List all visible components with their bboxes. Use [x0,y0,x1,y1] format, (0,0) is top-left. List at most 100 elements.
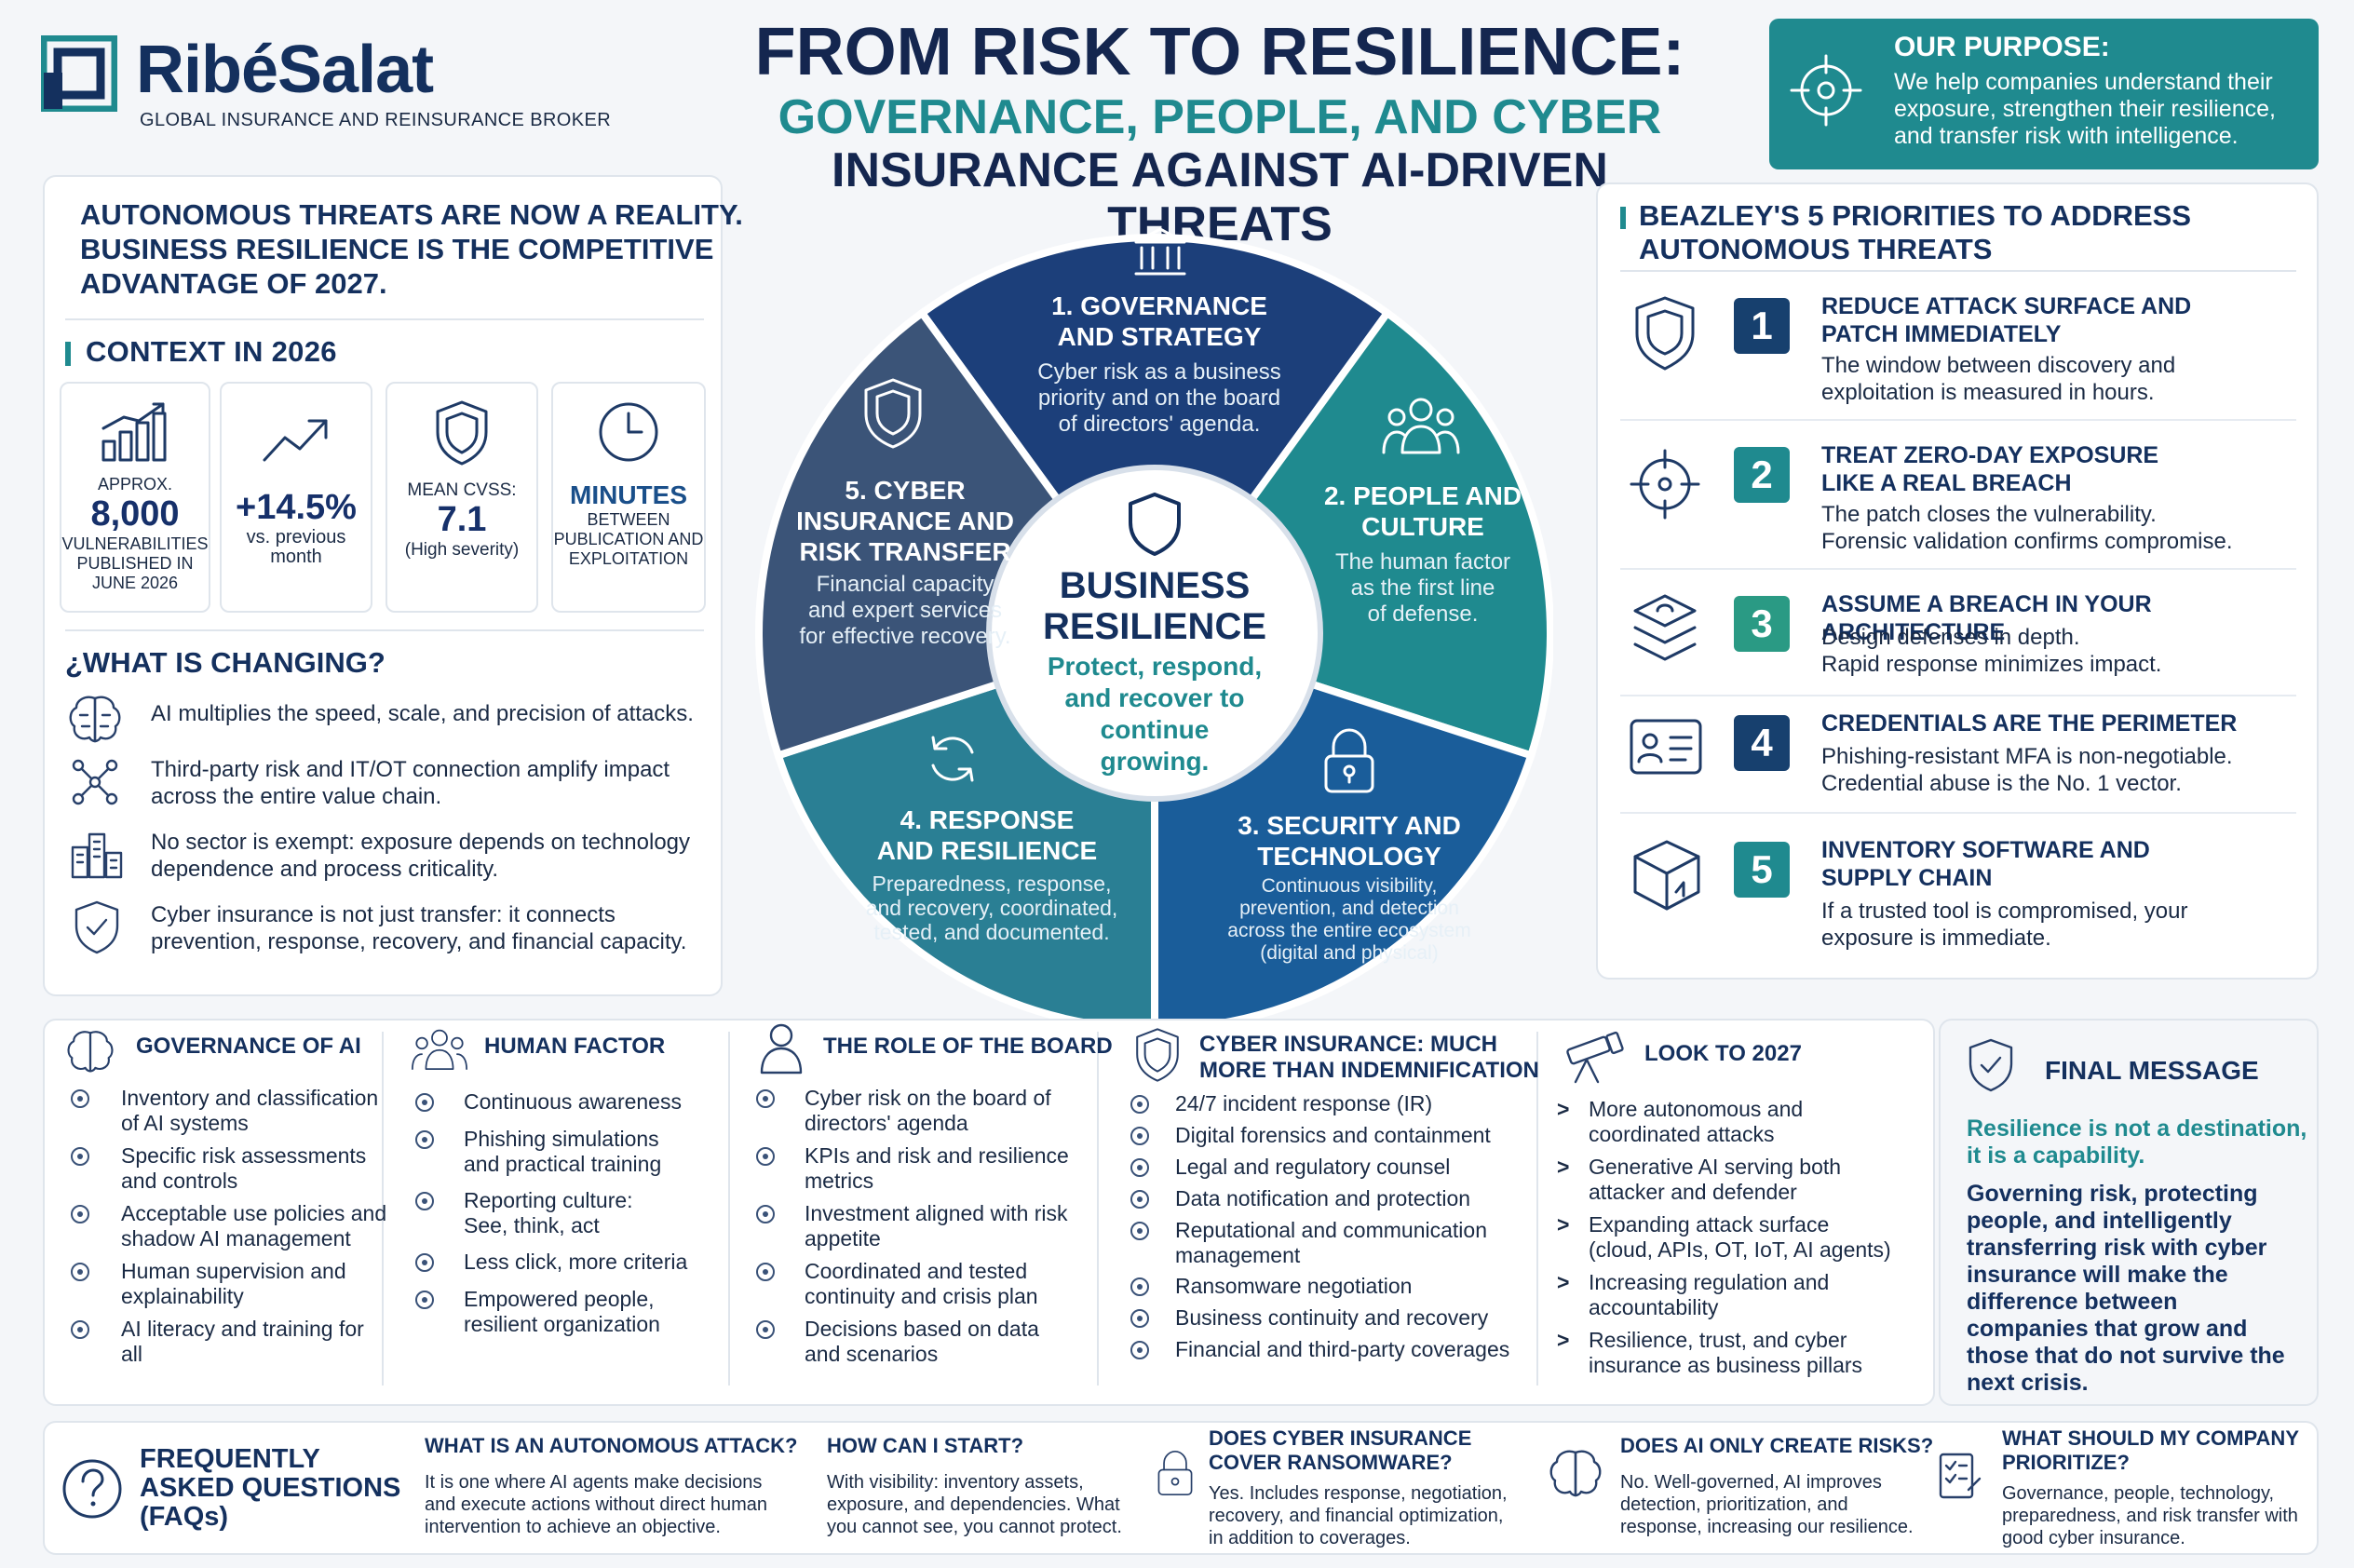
human-list-item: Continuous awareness [464,1089,682,1114]
left-headline: AUTONOMOUS THREATS ARE NOW A REALITY.BUS… [80,198,743,300]
refresh-icon [922,728,983,790]
bullet-icon [1129,1188,1151,1210]
bullet-icon [69,1261,91,1283]
final-highlight: Resilience is not a destination,it is a … [1967,1115,2307,1169]
layers-icon [1630,590,1700,669]
wheel-center-disc [986,465,1323,802]
look-list-item: Expanding attack surface(cloud, APIs, OT… [1589,1212,1891,1262]
purpose-line-2: exposure, strengthen their resilience, [1894,96,2276,122]
chevron-right-icon: > [1557,1270,1570,1294]
insurance-list-item: Financial and third-party coverages [1175,1337,1510,1361]
shield-check-icon [1967,1037,2015,1093]
insurance-list-item: 24/7 incident response (IR) [1175,1091,1433,1115]
brain-icon [1548,1447,1603,1499]
shield-check-icon [73,899,121,955]
brand-name: RibéSalat [136,33,434,107]
bullet-icon [1129,1220,1151,1242]
insurance-list-item: Legal and regulatory counsel [1175,1155,1451,1179]
telescope-icon [1559,1028,1626,1084]
insurance-list-item: Ransomware negotiation [1175,1274,1413,1298]
faq-card [43,1421,2319,1555]
brain-icon [65,1028,115,1075]
bullet-icon [413,1289,436,1311]
bullet-icon [413,1129,436,1151]
stat-vulnerabilities: APPROX. 8,000 VULNERABILITIES PUBLISHED … [60,382,210,613]
board-heading: THE ROLE OF THE BOARD [823,1034,1113,1059]
governance-heading: GOVERNANCE OF AI [136,1034,361,1059]
checklist-icon [1937,1449,1983,1503]
title-line-1: FROM RISK TO RESILIENCE: [754,15,1685,89]
purpose-box: OUR PURPOSE: We help companies understan… [1769,19,2319,169]
bullet-icon [69,1318,91,1341]
resilience-wheel [752,192,1553,1021]
crosshair-icon [1628,447,1702,521]
human-list-item: Empowered people,resilient organization [464,1287,660,1336]
human-list-item: Less click, more criteria [464,1250,688,1274]
segment-3-desc: Continuous visibility,prevention, and de… [1227,875,1471,964]
question-icon [61,1458,123,1520]
buildings-icon [69,829,125,879]
person-icon [758,1021,805,1076]
bar-chart-icon [98,400,172,466]
bullet-icon [754,1318,777,1341]
purpose-heading: OUR PURPOSE: [1894,32,2110,62]
lock-icon [1155,1449,1196,1497]
priorities-card [1596,182,2319,980]
chevron-right-icon: > [1557,1328,1570,1352]
insurance-list-item: Business continuity and recovery [1175,1305,1489,1330]
lock-icon [1320,726,1378,795]
segment-4-desc: Preparedness, response,and recovery, coo… [865,872,1118,944]
network-icon [69,756,121,808]
chevron-right-icon: > [1557,1155,1570,1179]
bullet-icon [1129,1125,1151,1147]
brain-icon [67,693,123,745]
id-card-icon [1628,717,1704,777]
final-heading: FINAL MESSAGE [2045,1056,2259,1085]
stat-cvss: MEAN CVSS: 7.1 (High severity) [386,382,538,613]
priorities-heading: BEAZLEY'S 5 PRIORITIES TO ADDRESS AUTONO… [1620,199,2191,266]
insurance-list-item: Data notification and protection [1175,1186,1471,1210]
changing-heading: ¿WHAT IS CHANGING? [65,646,386,679]
purpose-line-3: and transfer risk with intelligence. [1894,123,2239,149]
shield-icon [1132,1026,1183,1084]
trend-up-icon [259,412,333,467]
center-title-1: BUSINESS [1059,565,1251,606]
shield-icon [1631,294,1698,372]
brand-logo [41,35,117,112]
insurance-list-item: Digital forensics and containment [1175,1123,1491,1147]
chevron-right-icon: > [1557,1212,1570,1237]
crosshair-icon [1790,54,1862,127]
bullet-icon [1129,1276,1151,1298]
stat-growth: +14.5% vs. previous month [220,382,372,613]
bullet-icon [1129,1339,1151,1361]
people-icon [410,1024,469,1075]
bullet-icon [754,1261,777,1283]
bullet-icon [754,1203,777,1225]
package-icon [1631,838,1702,912]
bullet-icon [413,1251,436,1274]
bullet-icon [754,1145,777,1168]
